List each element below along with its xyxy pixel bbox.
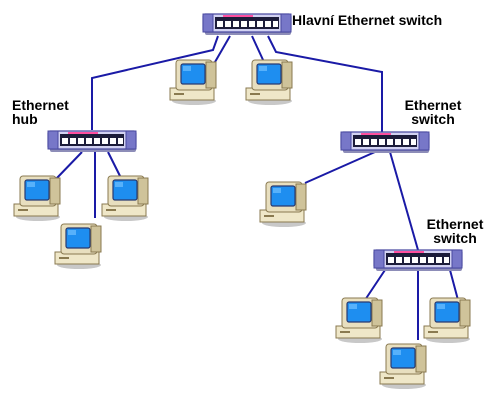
hub-icon [47, 130, 137, 153]
link-main-to-pc-a [214, 35, 231, 63]
link-hub-to-pc-right [107, 151, 123, 181]
link-hub-to-pc-left [54, 151, 83, 181]
computer-icon-main-b [245, 59, 293, 106]
link-switch-right-to-pc-left [364, 269, 386, 301]
computer-icon-switch-right-left [335, 297, 383, 344]
computer-icon-hub-left [13, 175, 61, 222]
link-main-to-switch-left [267, 35, 383, 132]
switch-left-icon [340, 131, 430, 154]
computer-icon-switch-left [259, 181, 307, 228]
link-main-to-hub [91, 35, 219, 130]
link-main-to-pc-b [251, 35, 265, 63]
main-switch-label: Hlavní Ethernet switch [292, 12, 443, 28]
computer-icon-hub-bottom [54, 223, 102, 270]
main-switch-icon [202, 13, 292, 36]
switch-left-label: Ethernet switch [404, 97, 462, 127]
switch-right-label: Ethernet switch [426, 216, 484, 246]
link-switch-left-to-pc [304, 151, 376, 184]
computer-icon-main-a [169, 59, 217, 106]
switch-right-icon [373, 249, 463, 272]
computer-icon-switch-right-right [423, 297, 471, 344]
computer-icon-hub-right [101, 175, 149, 222]
computer-icon-switch-right-bottom [379, 343, 427, 390]
hub-label: Ethernet hub [12, 97, 69, 127]
link-switch-left-to-switch-right [389, 151, 419, 251]
link-switch-right-to-pc-right [449, 269, 459, 301]
